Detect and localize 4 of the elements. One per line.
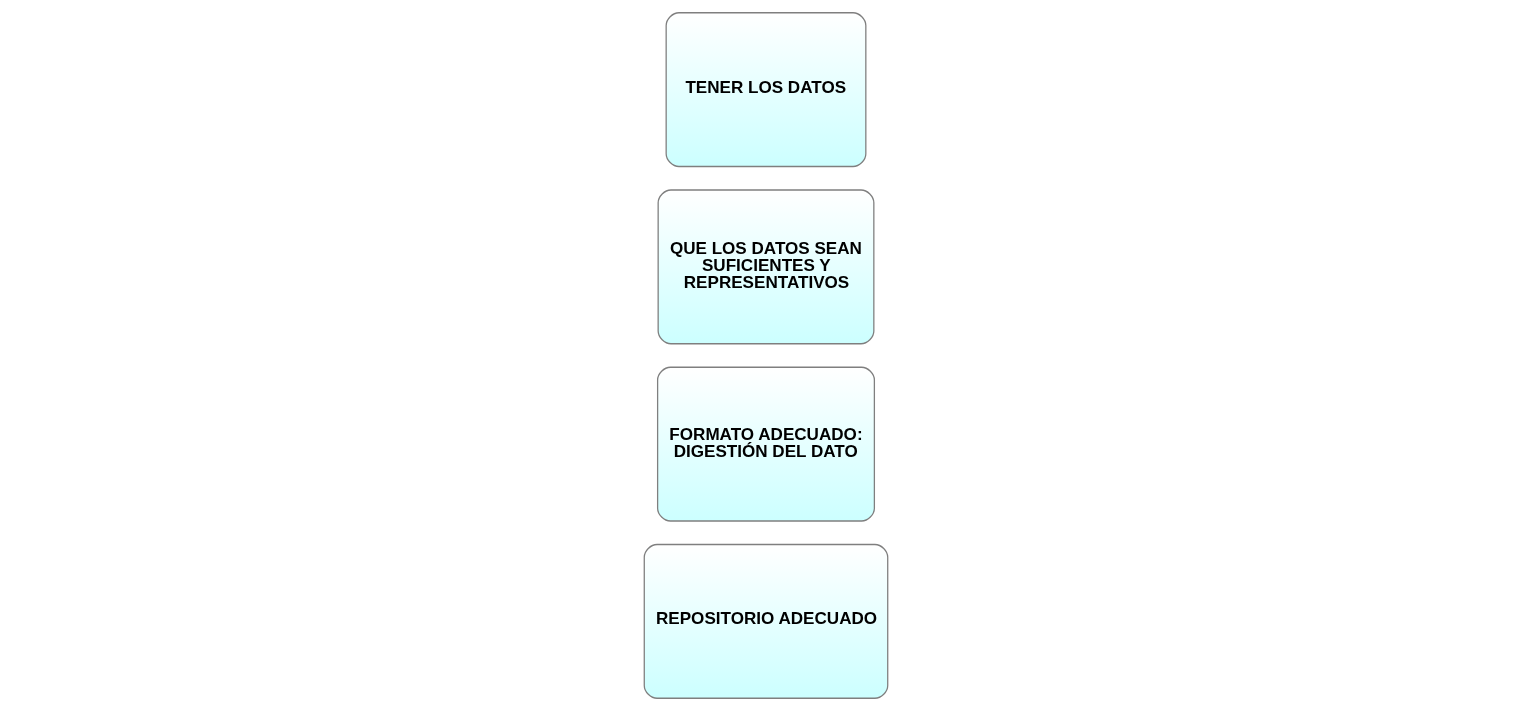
node-box: REPOSITORIO ADECUADO [643,543,888,699]
node-box: FORMATO ADECUADO: DIGESTIÓN DEL DATO [656,366,875,522]
node-box: QUE LOS DATOS SEAN SUFICIENTES Y REPRESENTATIVOS [657,189,874,345]
node-box: TENER LOS DATOS [665,12,866,168]
